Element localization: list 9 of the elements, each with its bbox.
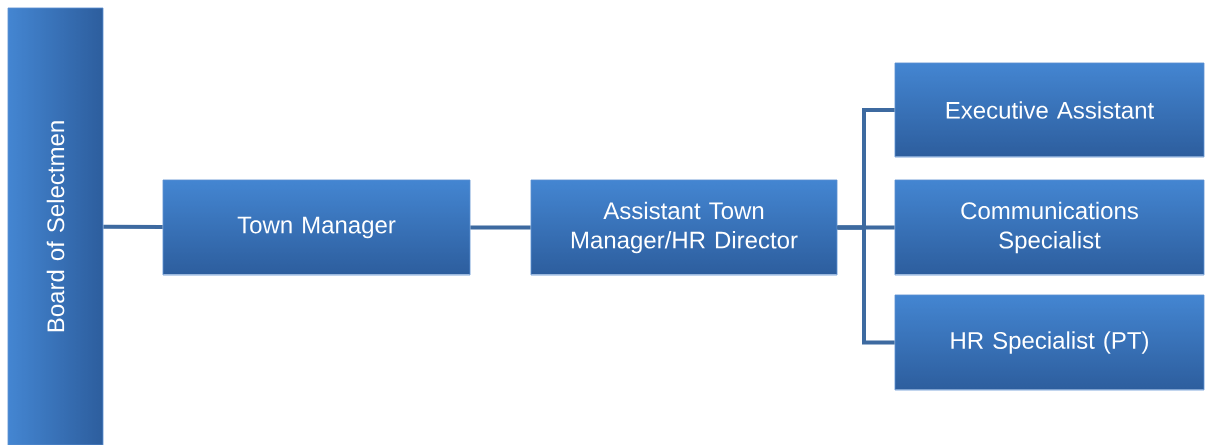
org-chart-box: Board of Selectmen (7, 7, 104, 445)
connector-line (837, 225, 895, 345)
org-chart-box: Town Manager (162, 179, 471, 276)
org-chart-box: Assistant Town Manager/HR Director (530, 179, 838, 276)
org-chart-box: Communications Specialist (894, 179, 1205, 276)
connector-line (103, 224, 163, 229)
org-chart-box: HR Specialist (PT) (894, 294, 1205, 391)
connector-line (470, 225, 531, 230)
org-chart-box: Executive Assistant (894, 62, 1205, 158)
